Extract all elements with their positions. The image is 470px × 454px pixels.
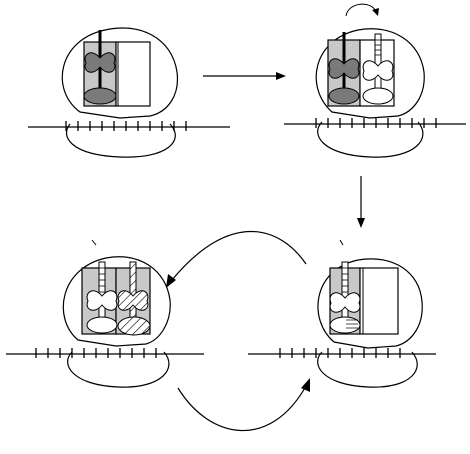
translocation-arrow	[166, 230, 307, 288]
codon-ticks	[315, 118, 437, 128]
return-arrow	[177, 378, 310, 432]
small-subunit	[317, 351, 418, 388]
a-site-slot	[359, 267, 399, 335]
large-subunit	[317, 258, 423, 349]
small-subunit	[67, 351, 170, 388]
stage-4-ribosome	[6, 239, 204, 388]
codon-ticks	[35, 348, 157, 358]
entry-arrow	[345, 3, 377, 17]
codon-ticks	[65, 121, 187, 131]
codon-ticks	[279, 348, 401, 358]
arrow-right	[203, 72, 286, 80]
stage-3-ribosome	[248, 239, 436, 388]
light-trna	[362, 33, 394, 105]
dark-trna	[83, 30, 117, 105]
dark-trna	[328, 32, 360, 105]
large-subunit	[62, 256, 171, 347]
stage-2-ribosome	[284, 3, 466, 158]
hatched-trna	[117, 261, 151, 336]
a-site-slot	[115, 41, 151, 107]
light-trna	[329, 261, 361, 334]
small-subunit	[317, 121, 424, 158]
light-trna	[86, 261, 118, 334]
stage-1-ribosome	[28, 27, 230, 158]
large-subunit	[315, 28, 425, 119]
large-subunit	[61, 27, 179, 119]
small-subunit	[65, 123, 176, 158]
arrow-down	[357, 176, 365, 228]
